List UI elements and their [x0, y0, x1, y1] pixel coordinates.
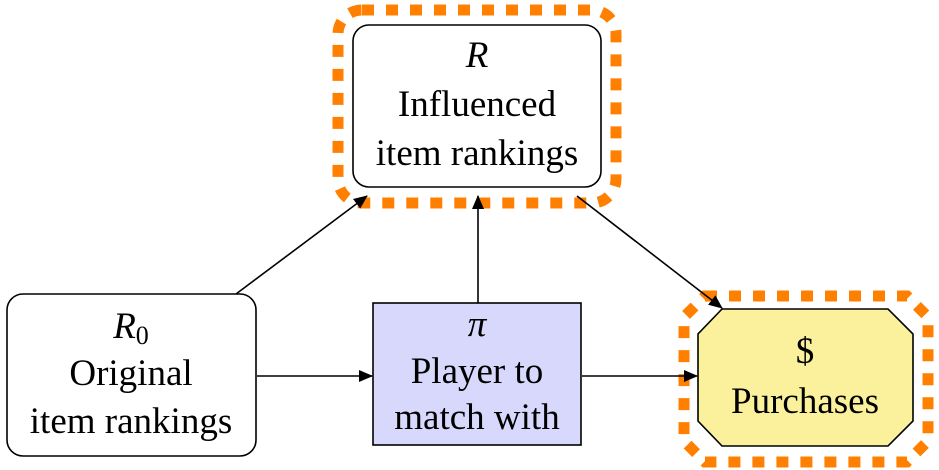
- node-label-line1: Purchases: [731, 381, 879, 422]
- node-symbol: R0: [112, 306, 149, 350]
- highlight-outline-purchases: [678, 290, 934, 468]
- node-label-line2: item rankings: [30, 401, 232, 442]
- edge-influenced-to-purchases: [576, 195, 723, 309]
- node-label-line2: item rankings: [376, 133, 578, 174]
- node-symbol: R: [465, 35, 489, 76]
- node-label-line1: Player to: [411, 351, 544, 392]
- edge-original-to-influenced: [235, 195, 368, 295]
- node-label-line2: match with: [394, 397, 560, 438]
- node-symbol: π: [468, 304, 488, 345]
- node-purchases: $ Purchases: [697, 308, 914, 447]
- highlight-outline-influenced: [332, 4, 622, 209]
- node-label-line1: Original: [69, 353, 192, 394]
- dollar-icon: $: [796, 331, 815, 372]
- node-player-to-match: π Player to match with: [372, 302, 582, 446]
- node-influenced-rankings: R Influenced item rankings: [352, 24, 602, 188]
- node-label-line1: Influenced: [398, 84, 557, 125]
- node-original-rankings: R0 Original item rankings: [6, 293, 257, 457]
